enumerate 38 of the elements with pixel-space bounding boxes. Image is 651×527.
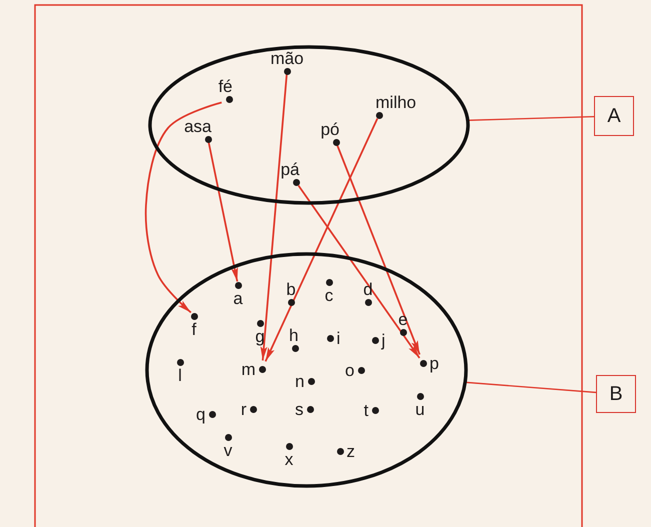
word-label: mão — [270, 50, 304, 66]
letter-label: b — [286, 280, 296, 298]
connector-line — [468, 116, 594, 121]
letter-label: o — [345, 362, 354, 378]
set-label-box: B — [596, 375, 636, 413]
arrow — [264, 118, 378, 362]
letter-label: m — [241, 360, 256, 378]
letter-label: d — [363, 280, 373, 298]
letter-label: u — [415, 400, 425, 418]
arrow — [208, 142, 238, 282]
letter-label: n — [295, 372, 304, 390]
letter-label: t — [364, 402, 368, 418]
connector-line — [465, 382, 596, 394]
word-label: pó — [320, 120, 340, 138]
letter-label: v — [224, 442, 232, 458]
letter-label: h — [289, 326, 298, 344]
letter-label: x — [284, 450, 294, 468]
arrow — [298, 184, 420, 359]
arrow — [336, 145, 420, 355]
letter-label: s — [295, 400, 304, 418]
letter-label: q — [196, 406, 206, 422]
word-label: asa — [184, 118, 212, 134]
letter-label: l — [178, 366, 182, 384]
letter-label: z — [346, 442, 355, 460]
letter-label: c — [324, 286, 334, 304]
word-label: milho — [376, 94, 416, 110]
letter-label: r — [240, 400, 246, 418]
arrow — [260, 74, 288, 361]
letter-label: f — [192, 320, 196, 338]
word-label: pá — [280, 160, 300, 178]
letter-label: i — [336, 330, 340, 346]
letter-label: j — [382, 332, 386, 348]
letter-label: p — [430, 354, 439, 372]
arrow — [144, 102, 222, 314]
set-label-box: A — [594, 96, 634, 136]
letter-label: g — [255, 328, 265, 344]
letter-label: a — [233, 290, 243, 306]
word-label: fé — [218, 78, 232, 94]
